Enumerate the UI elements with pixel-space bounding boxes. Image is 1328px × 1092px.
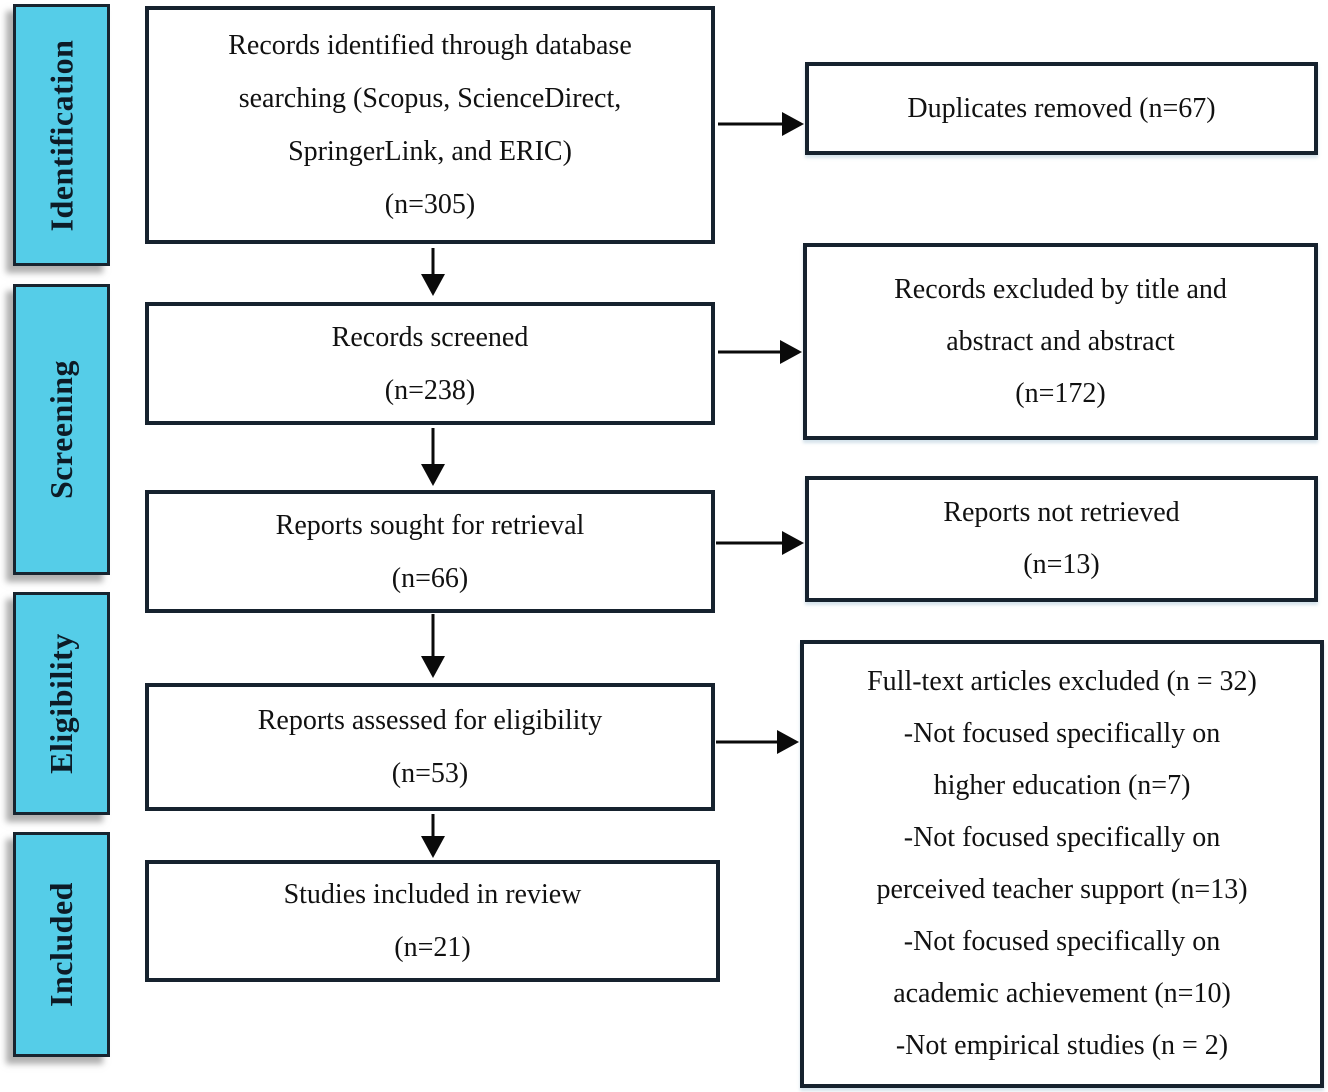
box-text-line: Records screened [331,321,529,353]
stage-included: Included [13,832,110,1057]
stage-screening: Screening [13,284,110,575]
box-text-line: SpringerLink, and ERIC) [288,136,572,167]
stage-eligibility-label: Eligibility [43,633,80,774]
box-text-line: Records excluded by title and [894,273,1227,305]
flow-box-reports-assessed: Reports assessed for eligibility (n=53) [145,683,715,811]
stage-identification: Identification [13,4,110,266]
right-arrow-icon [716,531,804,555]
exclusion-box-not-retrieved: Reports not retrieved (n=13) [805,476,1318,602]
box-text-line: -Not focused specifically on [903,822,1221,853]
box-text-line: (n=21) [394,932,471,963]
down-arrow-icon [421,814,445,858]
box-text-line: higher education (n=7) [933,770,1191,801]
box-text-line: (n=66) [391,562,469,594]
box-text-line: -Not focused specifically on [903,718,1221,749]
flow-box-records-identified: Records identified through database sear… [145,6,715,244]
down-arrow-icon [421,428,445,486]
box-text-line: Full-text articles excluded (n = 32) [867,666,1257,697]
exclusion-box-title-abstract: Records excluded by title and abstract a… [803,243,1318,440]
box-text-line: Records identified through database [228,30,632,61]
box-text-line: Reports assessed for eligibility [257,705,603,736]
box-text-line: (n=172) [1015,377,1106,409]
exclusion-box-duplicates-removed: Duplicates removed (n=67) [805,62,1318,155]
box-text-line: (n=13) [1023,549,1100,580]
stage-included-label: Included [43,882,79,1007]
right-arrow-icon [716,730,799,754]
down-arrow-icon [421,614,445,678]
right-arrow-icon [718,340,802,364]
down-arrow-icon [421,248,445,296]
flow-box-studies-included: Studies included in review (n=21) [145,860,720,982]
box-text-line: Duplicates removed (n=67) [907,92,1216,124]
flow-box-reports-sought: Reports sought for retrieval (n=66) [145,490,715,613]
box-text-line: Studies included in review [283,879,582,910]
box-text-line: (n=53) [391,758,469,789]
box-text-line: Reports sought for retrieval [275,509,585,541]
stage-eligibility: Eligibility [13,592,110,815]
box-text-line: searching (Scopus, ScienceDirect, [238,83,622,114]
exclusion-box-fulltext-excluded: Full-text articles excluded (n = 32) -No… [800,640,1324,1088]
box-text-line: (n=305) [384,189,476,220]
box-text-line: abstract and abstract [946,325,1175,357]
stage-screening-label: Screening [43,359,80,500]
box-text-line: Reports not retrieved [943,497,1180,528]
box-text-line: perceived teacher support (n=13) [876,874,1248,905]
box-text-line: (n=238) [384,374,476,406]
stage-identification-label: Identification [43,39,80,231]
box-text-line: -Not empirical studies (n = 2) [895,1030,1229,1061]
box-text-line: academic achievement (n=10) [893,978,1231,1009]
right-arrow-icon [718,112,804,136]
flow-box-records-screened: Records screened (n=238) [145,302,715,425]
box-text-line: -Not focused specifically on [903,926,1221,957]
